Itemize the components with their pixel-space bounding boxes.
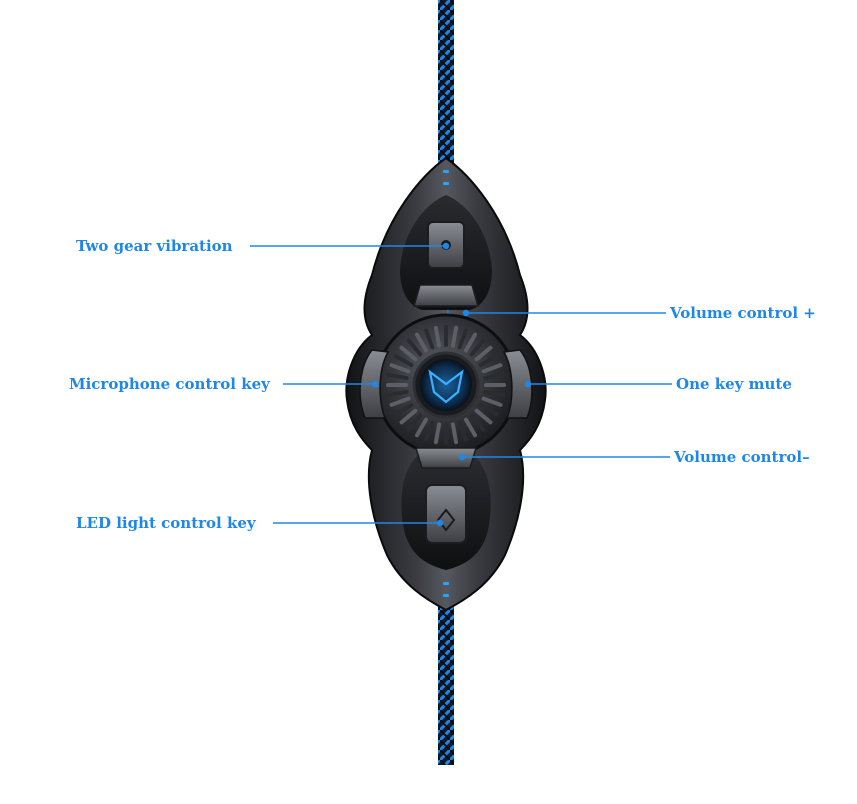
- wheel-rib: [389, 396, 411, 407]
- body-glow-accents: [443, 170, 449, 597]
- callout-label-volume-up: Volume control +: [670, 304, 816, 322]
- led-key[interactable]: [425, 484, 467, 544]
- wheel-rib: [433, 422, 442, 445]
- wheel-rib: [393, 403, 414, 416]
- wheel-rib: [406, 338, 423, 357]
- wheel-rib: [389, 363, 411, 374]
- wheel-rib: [393, 354, 414, 367]
- callout-label-led: LED light control key: [76, 514, 256, 532]
- volume-down-key[interactable]: [414, 447, 478, 469]
- callout-dot-vibration: [442, 242, 450, 250]
- wheel-rib: [450, 422, 459, 445]
- wheel-rib: [474, 408, 493, 425]
- wheel-rib: [478, 403, 499, 416]
- callout-dot-voldown: [458, 453, 466, 461]
- wheel-rib: [457, 420, 468, 442]
- wheel-rib: [386, 389, 409, 398]
- cable-top: [438, 0, 454, 175]
- wheel-rib: [464, 332, 477, 353]
- mute-key[interactable]: [502, 349, 533, 419]
- wheel-rib: [399, 408, 418, 425]
- led-key-icon: [436, 508, 456, 532]
- wheel-rib: [464, 417, 477, 438]
- callout-dot-mute: [524, 380, 532, 388]
- wheel-rib: [415, 332, 428, 353]
- microphone-key-icon: •: [374, 380, 381, 393]
- wheel-rib: [474, 345, 493, 362]
- wheel-rib: [450, 325, 459, 348]
- wheel-rib: [457, 328, 468, 350]
- wheel-rib: [481, 363, 503, 374]
- callout-label-vibration: Two gear vibration: [76, 237, 233, 255]
- wheel-rib: [415, 417, 428, 438]
- callout-label-volume-down: Volume control–: [674, 448, 810, 466]
- wheel-ribs: [386, 325, 506, 445]
- wheel-rib: [481, 396, 503, 407]
- wheel-rib: [483, 372, 506, 381]
- wheel-rib: [483, 389, 506, 398]
- wheel-rib: [399, 345, 418, 362]
- callout-label-microphone: Microphone control key: [69, 375, 270, 393]
- wheel-rib: [406, 413, 423, 432]
- wheel-rib: [478, 354, 499, 367]
- callout-label-mute: One key mute: [676, 375, 792, 393]
- brand-logo-icon: [428, 369, 464, 404]
- volume-up-key[interactable]: [413, 284, 479, 307]
- wheel-rib: [424, 328, 435, 350]
- wheel-rib: [386, 372, 409, 381]
- callout-dot-led: [436, 519, 444, 527]
- wheel-rib: [433, 325, 442, 348]
- callout-lines: [250, 242, 672, 527]
- wheel-rib: [469, 338, 486, 357]
- cable-bottom: [438, 600, 454, 765]
- callout-dot-volup: [462, 309, 470, 317]
- wheel-rib: [424, 420, 435, 442]
- wheel-rib: [469, 413, 486, 432]
- callout-dot-mic: [371, 380, 379, 388]
